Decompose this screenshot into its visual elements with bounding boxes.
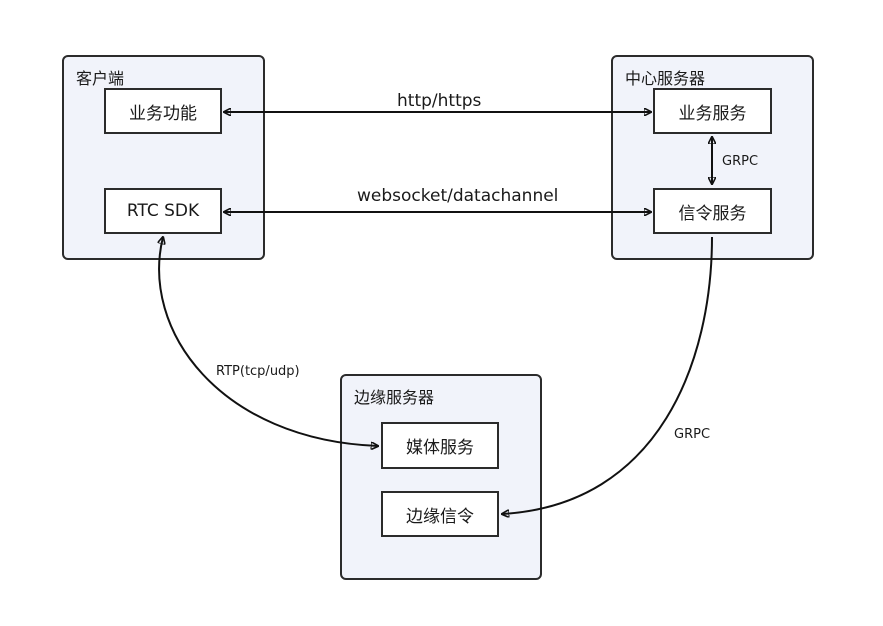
center-server-group-title: 中心服务器 [625,69,706,88]
rtp-edge-label: RTP(tcp/udp) [216,364,300,379]
grpc-edge-edge [502,236,713,514]
business-service-node: 业务服务 [653,88,772,134]
rtc-sdk-node: RTC SDK [104,188,222,234]
media-service-node: 媒体服务 [381,422,499,469]
client-group-title: 客户端 [76,69,125,88]
rtp-edge [159,237,378,446]
http-edge-label: http/https [397,91,482,111]
websocket-edge-label: websocket/datachannel [357,186,559,206]
business-function-node: 业务功能 [104,88,222,134]
grpc-edge-edge-label: GRPC [674,427,711,442]
grpc-center-edge-label: GRPC [722,154,759,169]
edge-signaling-node: 边缘信令 [381,491,499,537]
signaling-service-node: 信令服务 [653,188,772,234]
